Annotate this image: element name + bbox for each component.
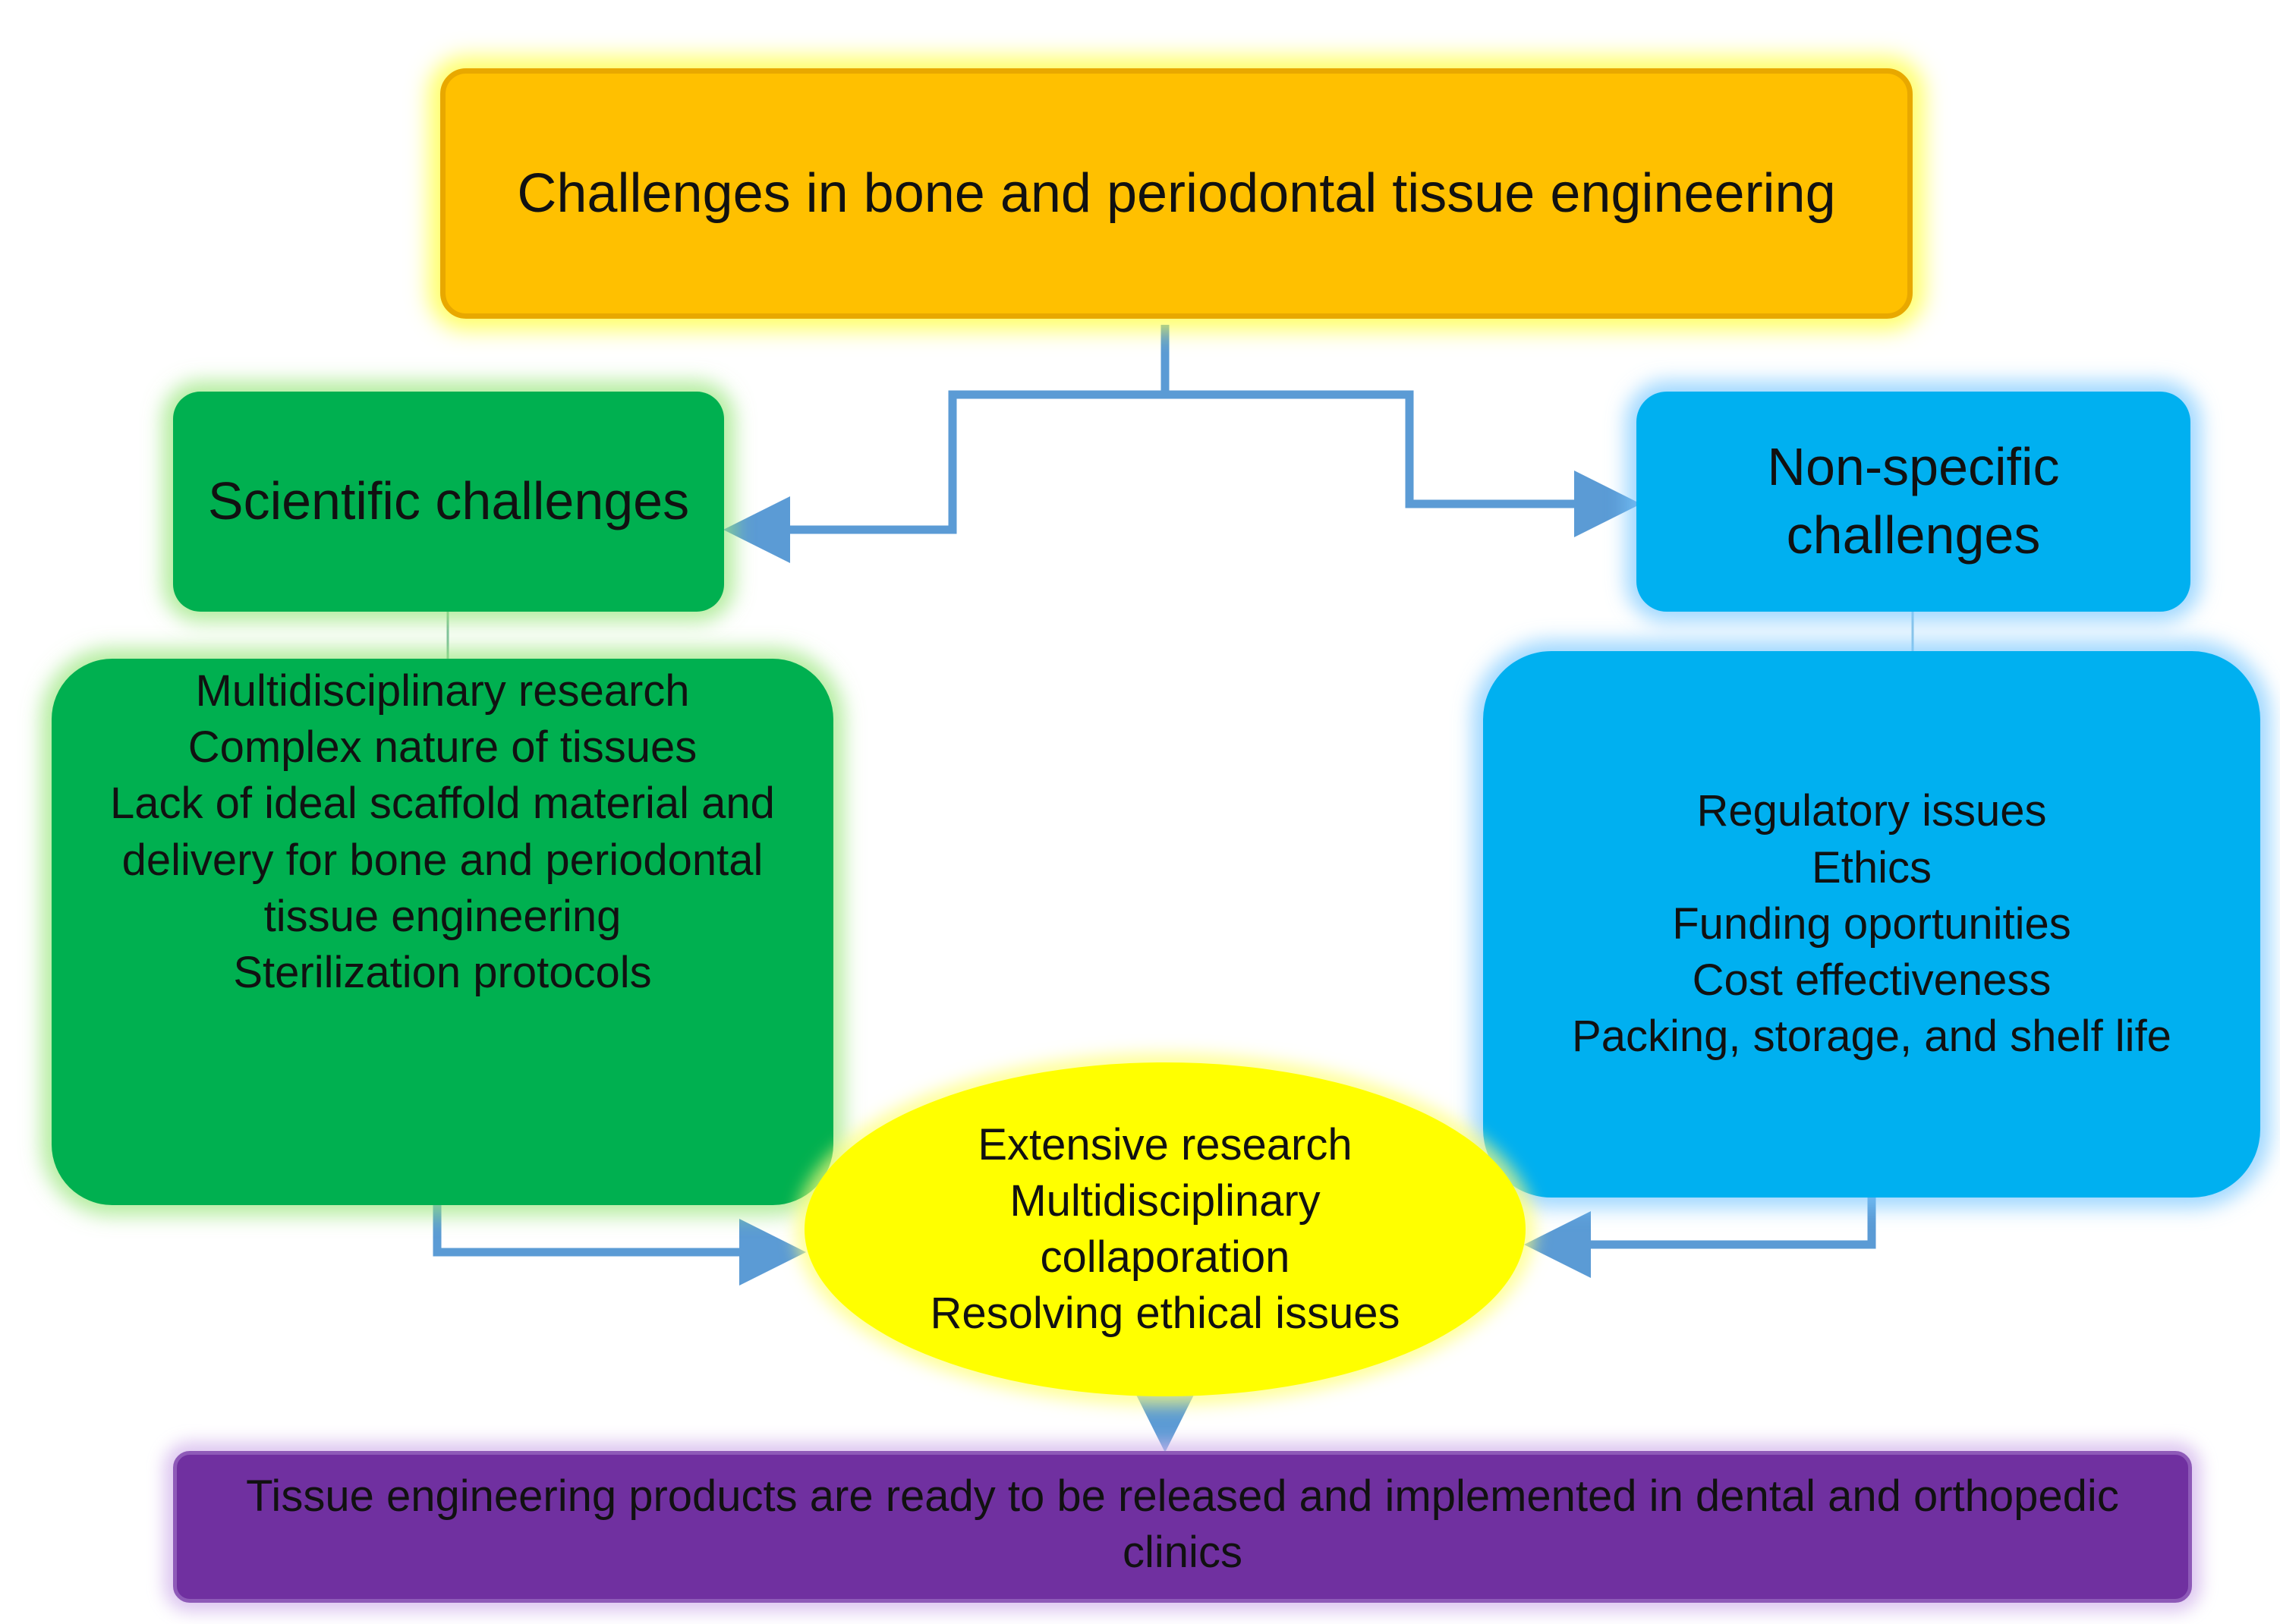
scientific-item: Multidisciplinary research <box>195 666 690 716</box>
arrow-title-to-nonspecific <box>1165 390 1641 537</box>
nonspecific-challenges-list: Regulatory issues Ethics Funding oportun… <box>1483 651 2260 1198</box>
scientific-item: Lack of ideal scaffold material and <box>110 779 775 829</box>
arrow-title-to-scientific <box>723 325 1170 563</box>
nonspecific-challenges-box: Non-specific challenges <box>1636 392 2190 612</box>
nonspecific-item: Cost effectiveness <box>1692 955 2052 1006</box>
nonspecific-item: Funding oportunities <box>1672 899 2071 949</box>
nonspecific-item: Packing, storage, and shelf life <box>1572 1012 2171 1062</box>
title-box: Challenges in bone and periodontal tissu… <box>440 68 1913 319</box>
scientific-challenges-heading: Scientific challenges <box>207 471 690 531</box>
solution-item: Resolving ethical issues <box>930 1289 1400 1339</box>
outcome-line: Tissue engineering products are ready to… <box>246 1471 2119 1521</box>
diagram-title: Challenges in bone and periodontal tissu… <box>517 162 1836 224</box>
outcome-box: Tissue engineering products are ready to… <box>173 1451 2192 1603</box>
scientific-item: Complex nature of tissues <box>187 722 698 773</box>
solution-item: Extensive research <box>978 1119 1353 1169</box>
nonspecific-item: Ethics <box>1812 842 1932 892</box>
nonspecific-item: Regulatory issues <box>1696 786 2047 836</box>
scientific-challenges-list: Multidisciplinary research Complex natur… <box>52 659 833 1205</box>
arrow-scientific-to-solution <box>433 1199 806 1286</box>
solutions-ellipse: Extensive research Multidisciplinary col… <box>805 1062 1526 1396</box>
nonspecific-heading-line: challenges <box>1786 505 2041 565</box>
scientific-item: delivery for bone and periodontal <box>121 835 764 885</box>
solution-item: collaporation <box>1040 1232 1290 1282</box>
arrow-nonspecific-to-solution <box>1524 1193 1876 1278</box>
nonspecific-heading-line: Non-specific <box>1767 437 2060 497</box>
solution-item: Multidisciplinary <box>1009 1176 1321 1226</box>
scientific-challenges-box: Scientific challenges <box>173 392 724 612</box>
scientific-item: Sterilization protocols <box>233 948 652 998</box>
scientific-item: tissue engineering <box>263 891 622 941</box>
outcome-line: clinics <box>1123 1528 1242 1578</box>
